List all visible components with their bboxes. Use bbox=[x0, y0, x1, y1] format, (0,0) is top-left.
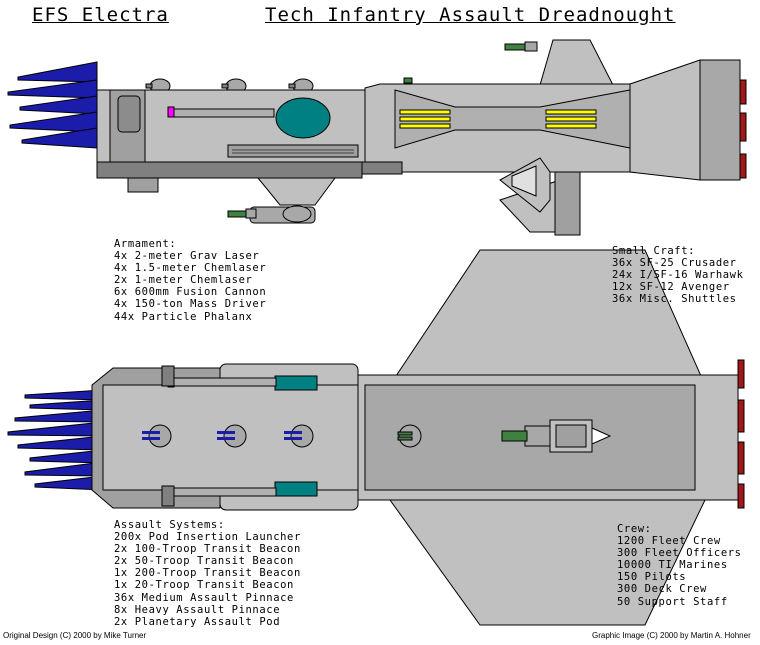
crew-item: 300 Deck Crew bbox=[617, 583, 707, 596]
original-design-credit: Original Design (C) 2000 by Mike Turner bbox=[3, 631, 147, 640]
armament-item: 4x 1.5-meter Chemlaser bbox=[114, 262, 267, 275]
side-view-diagram bbox=[7, 39, 747, 236]
crew-heading: Crew: bbox=[617, 523, 652, 535]
assault-systems-item: 1x 200-Troop Transit Beacon bbox=[114, 567, 301, 580]
assault-systems-item: 2x 100-Troop Transit Beacon bbox=[114, 543, 301, 556]
small-craft-item: 12x SF-12 Avenger bbox=[612, 281, 730, 294]
armament-item: 44x Particle Phalanx bbox=[114, 310, 253, 323]
armament-item: 6x 600mm Fusion Cannon bbox=[114, 286, 267, 299]
small-craft-item: 36x Misc. Shuttles bbox=[612, 293, 737, 306]
crew-item: 150 Pilots bbox=[617, 571, 687, 584]
crew-item: 10000 TI Marines bbox=[617, 559, 728, 572]
armament-item: 2x 1-meter Chemlaser bbox=[114, 274, 253, 287]
armament-list: Armament: 4x 2-meter Grav Laser 4x 1.5-m… bbox=[114, 238, 266, 323]
armament-heading: Armament: bbox=[114, 238, 177, 250]
assault-systems-list: Assault Systems: 200x Pod Insertion Laun… bbox=[114, 519, 301, 628]
armament-item: 4x 2-meter Grav Laser bbox=[114, 250, 260, 263]
crew-item: 50 Support Staff bbox=[617, 595, 728, 608]
assault-systems-item: 8x Heavy Assault Pinnace bbox=[114, 603, 281, 616]
small-craft-item: 24x I/SF-16 Warhawk bbox=[612, 269, 744, 282]
ship-class: Tech Infantry Assault Dreadnought bbox=[265, 4, 676, 26]
ship-name: EFS Electra bbox=[32, 4, 169, 26]
assault-systems-item: 2x Planetary Assault Pod bbox=[114, 615, 281, 628]
assault-systems-item: 1x 20-Troop Transit Beacon bbox=[114, 579, 294, 592]
side-thrusters bbox=[7, 61, 98, 149]
assault-systems-item: 2x 50-Troop Transit Beacon bbox=[114, 555, 294, 568]
crew-item: 300 Fleet Officers bbox=[617, 547, 742, 560]
crew-item: 1200 Fleet Crew bbox=[617, 535, 721, 548]
graphic-image-credit: Graphic Image (C) 2000 by Martin A. Hohn… bbox=[592, 631, 751, 640]
top-view-diagram bbox=[7, 249, 745, 626]
small-craft-list: Small Craft: 36x SF-25 Crusader 24x I/SF… bbox=[612, 245, 744, 305]
armament-item: 4x 150-ton Mass Driver bbox=[114, 298, 267, 311]
crew-list: Crew: 1200 Fleet Crew 300 Fleet Officers… bbox=[617, 523, 742, 608]
assault-systems-heading: Assault Systems: bbox=[114, 519, 225, 531]
top-engines bbox=[737, 359, 745, 509]
assault-systems-item: 200x Pod Insertion Launcher bbox=[114, 531, 301, 544]
small-craft-heading: Small Craft: bbox=[612, 245, 696, 257]
top-thrusters bbox=[7, 389, 104, 491]
assault-systems-item: 36x Medium Assault Pinnace bbox=[114, 591, 294, 604]
small-craft-item: 36x SF-25 Crusader bbox=[612, 257, 737, 270]
side-engines bbox=[739, 79, 747, 179]
